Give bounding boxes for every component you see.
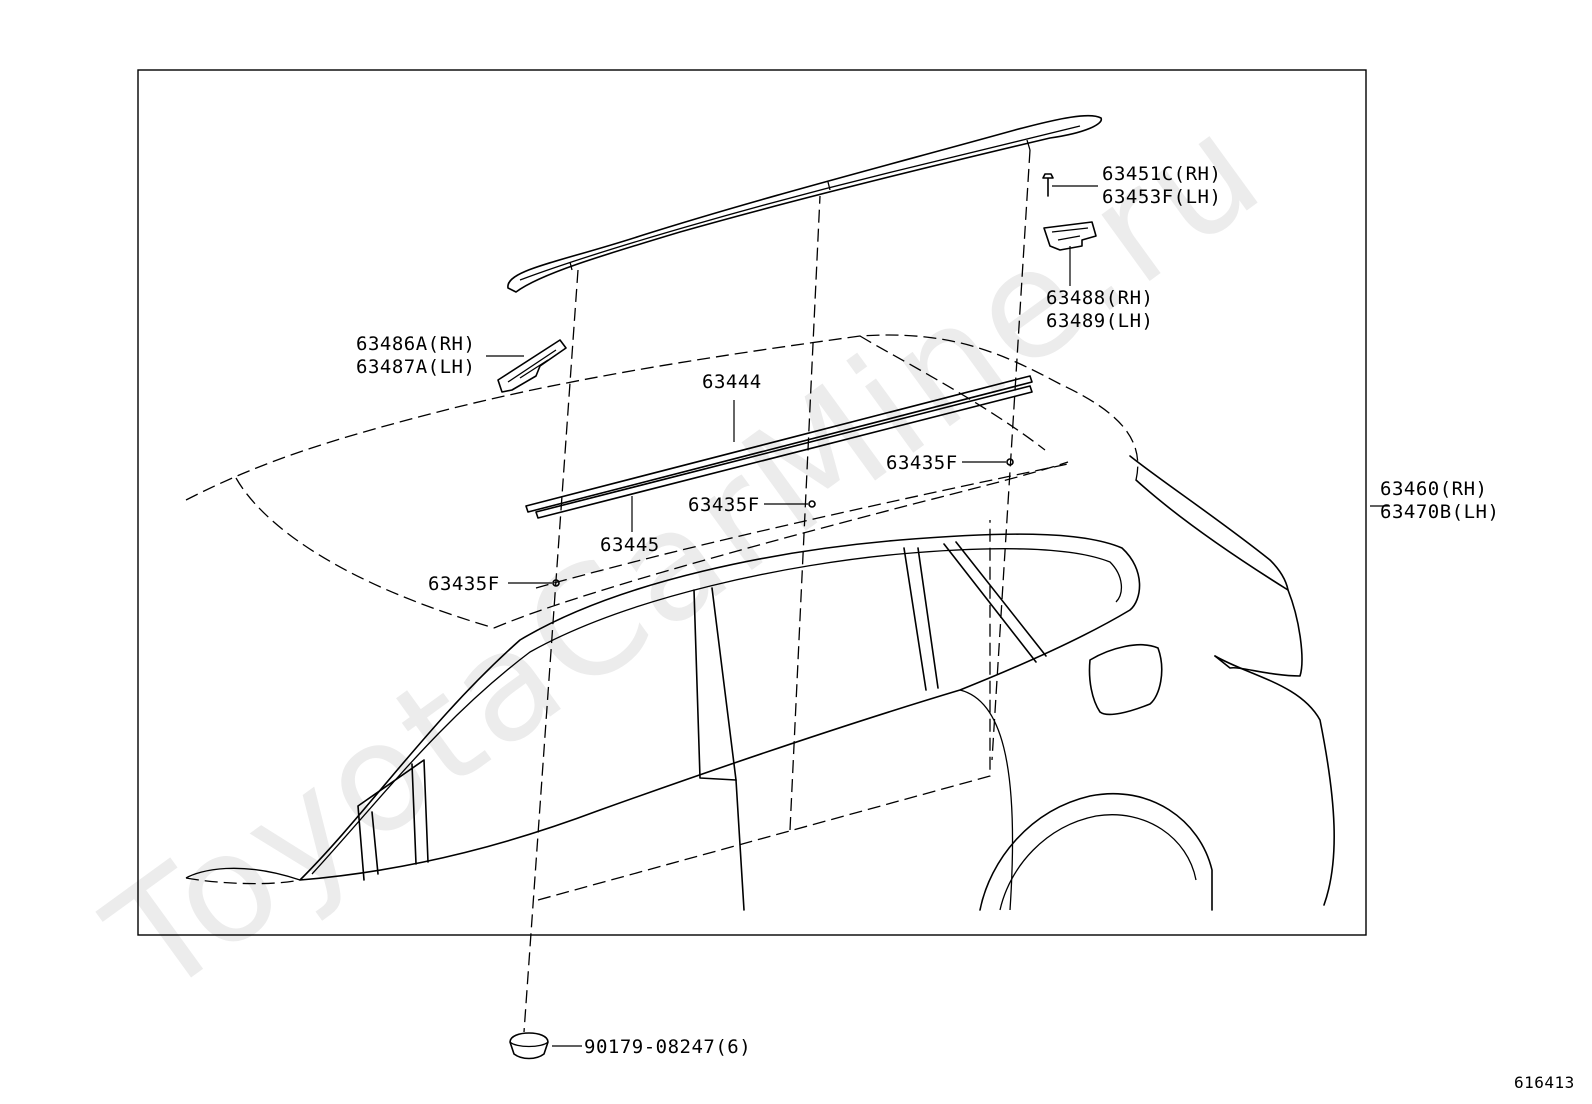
- dropline-front: [523, 269, 579, 1033]
- roof-rail: [507, 114, 1102, 293]
- label-63470b: 63470B(LH): [1380, 501, 1499, 523]
- car-body: [185, 195, 1335, 911]
- bracket-63486a: [497, 339, 567, 393]
- label-63453f: 63453F(LH): [1102, 186, 1221, 208]
- dropline-rear: [991, 149, 1031, 761]
- moulding-strips: [525, 375, 1033, 519]
- clip-90179: [509, 1032, 549, 1060]
- figure-id: 616413: [1514, 1073, 1575, 1092]
- label-63489: 63489(LH): [1046, 310, 1153, 332]
- label-63488: 63488(RH): [1046, 287, 1153, 309]
- watermark: ToyotaCarMine.ru: [78, 81, 1293, 1030]
- label-63435f-middle: 63435F: [688, 494, 760, 516]
- label-63435f-front: 63435F: [428, 573, 500, 595]
- label-63460: 63460(RH): [1380, 478, 1487, 500]
- leader-lines: [486, 185, 1390, 1047]
- label-63444: 63444: [702, 371, 762, 393]
- label-63435f-rear: 63435F: [886, 452, 958, 474]
- bolt-63451c: [1042, 173, 1054, 197]
- diagram-frame: [137, 69, 1367, 936]
- label-63487a: 63487A(LH): [356, 356, 475, 378]
- label-90179: 90179-08247(6): [584, 1036, 751, 1058]
- label-63451c: 63451C(RH): [1102, 163, 1221, 185]
- label-63486a: 63486A(RH): [356, 333, 475, 355]
- bracket-63488: [1043, 221, 1097, 251]
- clip-63435f-b: [808, 500, 816, 508]
- label-63445: 63445: [600, 534, 660, 556]
